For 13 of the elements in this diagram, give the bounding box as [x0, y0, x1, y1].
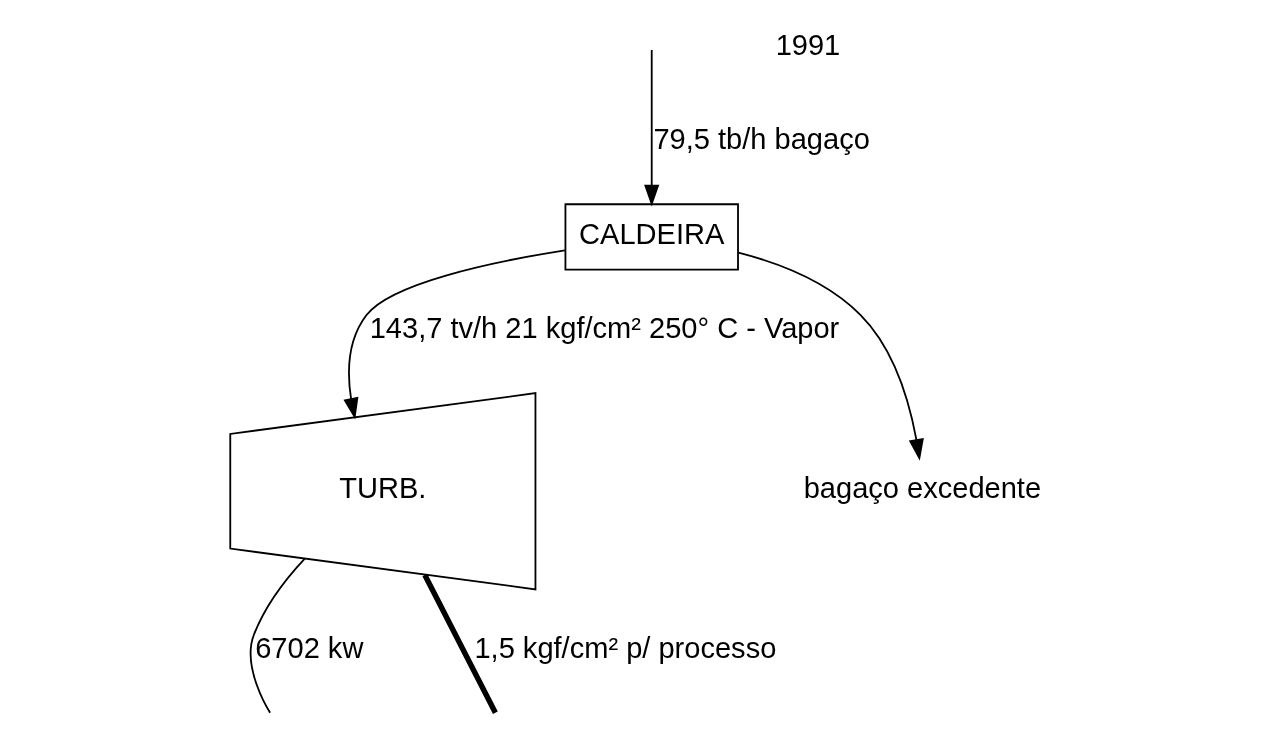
label: 1991 [775, 28, 841, 61]
edge-label: 79,5 tb/h bagaço [653, 123, 870, 156]
arrow [737, 251, 924, 461]
edge-label: 6702 kw [255, 632, 364, 665]
arrow [343, 249, 566, 420]
connector [422, 573, 498, 714]
node-box: TURB. [229, 392, 537, 591]
edge-label: 1,5 kgf/cm² p/ processo [474, 632, 777, 665]
connector [249, 557, 306, 714]
node-box: CALDEIRA [564, 203, 739, 271]
arrow [644, 49, 660, 207]
edge-label: 143,7 tv/h 21 kgf/cm² 250° C - Vapor [369, 312, 840, 345]
node-text: bagaço excedente [803, 472, 1042, 505]
